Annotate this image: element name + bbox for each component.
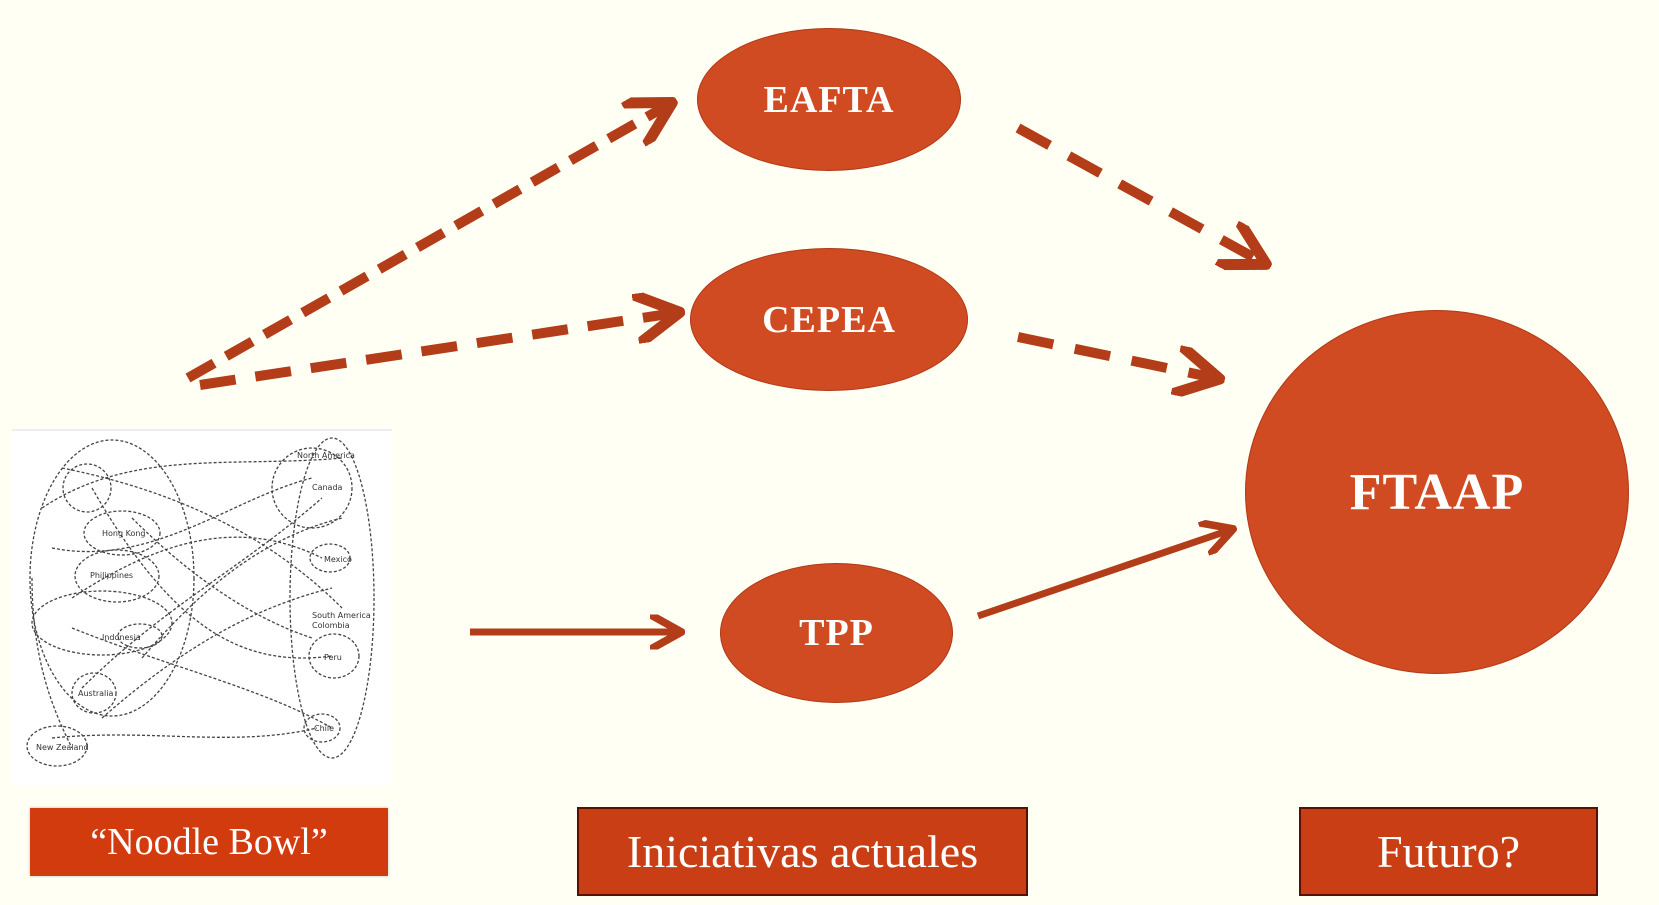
svg-text:Colombia: Colombia <box>312 621 350 630</box>
noodle-bowl-diagram: Hong Kong Philippines Indonesia New Zeal… <box>12 428 392 786</box>
arrow-tpp-to-ftaap <box>976 530 1230 620</box>
svg-text:New Zealand: New Zealand <box>36 743 89 752</box>
tpp-node: TPP <box>720 563 953 703</box>
cepea-node: CEPEA <box>690 248 968 391</box>
svg-text:Chile: Chile <box>314 724 334 733</box>
svg-text:Philippines: Philippines <box>90 571 133 580</box>
svg-text:Peru: Peru <box>324 653 342 662</box>
arrow-eafta-to-ftaap <box>1015 123 1262 262</box>
svg-text:Australia: Australia <box>78 689 113 698</box>
future-text: Futuro? <box>1376 826 1521 877</box>
svg-text:North America: North America <box>297 451 355 460</box>
svg-text:Hong Kong: Hong Kong <box>102 529 146 538</box>
arrow-noodle-to-eafta <box>185 105 668 383</box>
ftaap-node: FTAAP <box>1245 310 1629 674</box>
svg-text:Mexico: Mexico <box>324 555 352 564</box>
current-initiatives-text: Iniciativas actuales <box>626 826 979 877</box>
tpp-label: TPP <box>799 612 874 654</box>
current-initiatives-caption: Iniciativas actuales <box>577 807 1028 896</box>
svg-text:Canada: Canada <box>312 483 343 492</box>
eafta-label: EAFTA <box>763 78 895 121</box>
future-caption: Futuro? <box>1299 807 1598 896</box>
noodle-bowl-caption-text: “Noodle Bowl” <box>90 821 328 863</box>
eafta-node: EAFTA <box>697 28 961 171</box>
arrow-noodle-to-cepea <box>199 313 675 390</box>
arrow-cepea-to-ftaap <box>1016 332 1215 378</box>
svg-text:South America: South America <box>312 611 371 620</box>
cepea-label: CEPEA <box>762 298 896 341</box>
svg-text:Indonesia: Indonesia <box>102 633 141 642</box>
ftaap-label: FTAAP <box>1349 463 1525 521</box>
noodle-bowl-caption: “Noodle Bowl” <box>30 808 388 876</box>
